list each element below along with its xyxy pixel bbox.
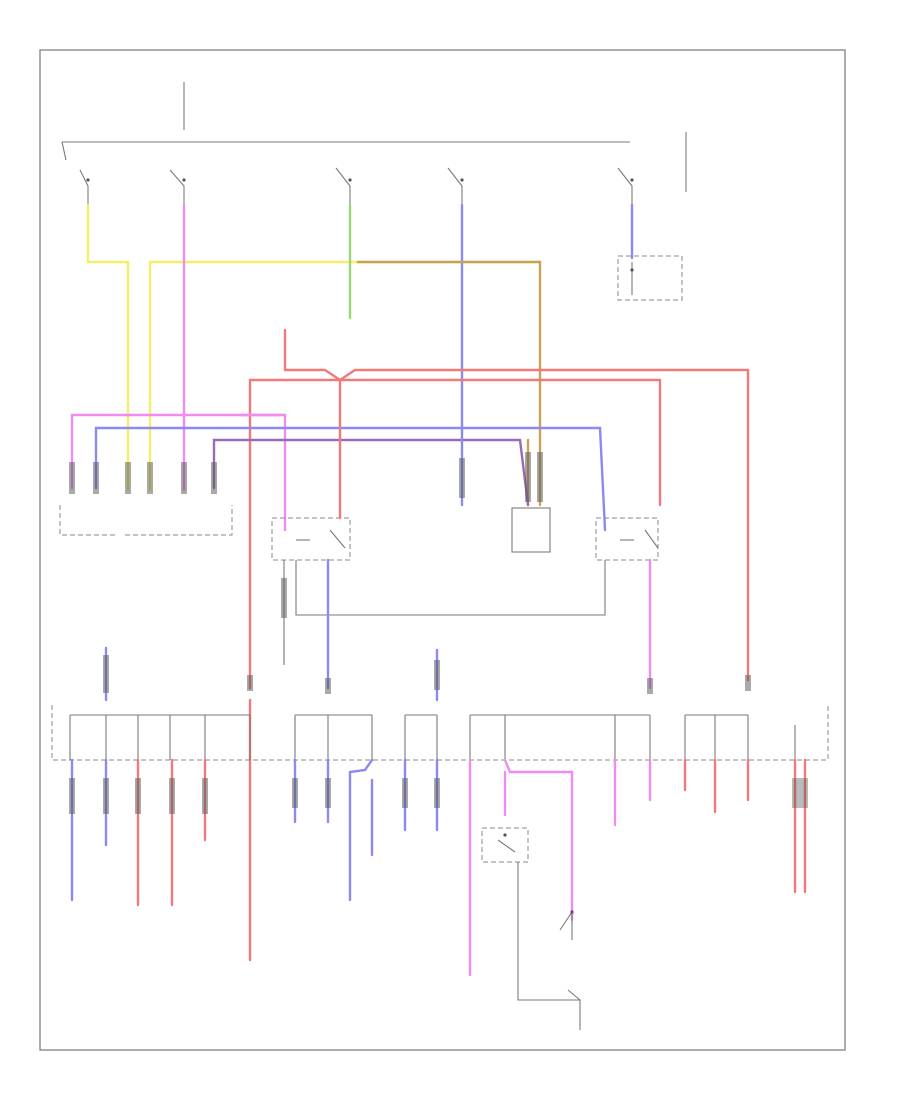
relay-output-wires <box>281 558 652 690</box>
cluster-connectors <box>69 462 217 494</box>
ignition-switch <box>79 167 634 205</box>
ignition-output-wires <box>86 203 634 507</box>
instrument-cluster-module <box>59 505 233 536</box>
output-connectors <box>69 778 808 814</box>
wire-yellow-1 <box>86 203 130 492</box>
relay-right <box>595 517 659 561</box>
battery-feed <box>61 82 687 192</box>
fuse-inputs <box>103 646 751 702</box>
fuse-symbols <box>69 725 796 760</box>
diagram-frame <box>39 49 846 1051</box>
relay-left <box>271 378 351 561</box>
red-power-feed <box>248 328 750 962</box>
wire-orange-1 <box>356 260 542 507</box>
fuse-panel <box>51 705 829 761</box>
center-module <box>459 430 551 553</box>
brake-switch-assembly <box>481 827 581 1030</box>
top-right-fuse-block <box>617 255 683 301</box>
